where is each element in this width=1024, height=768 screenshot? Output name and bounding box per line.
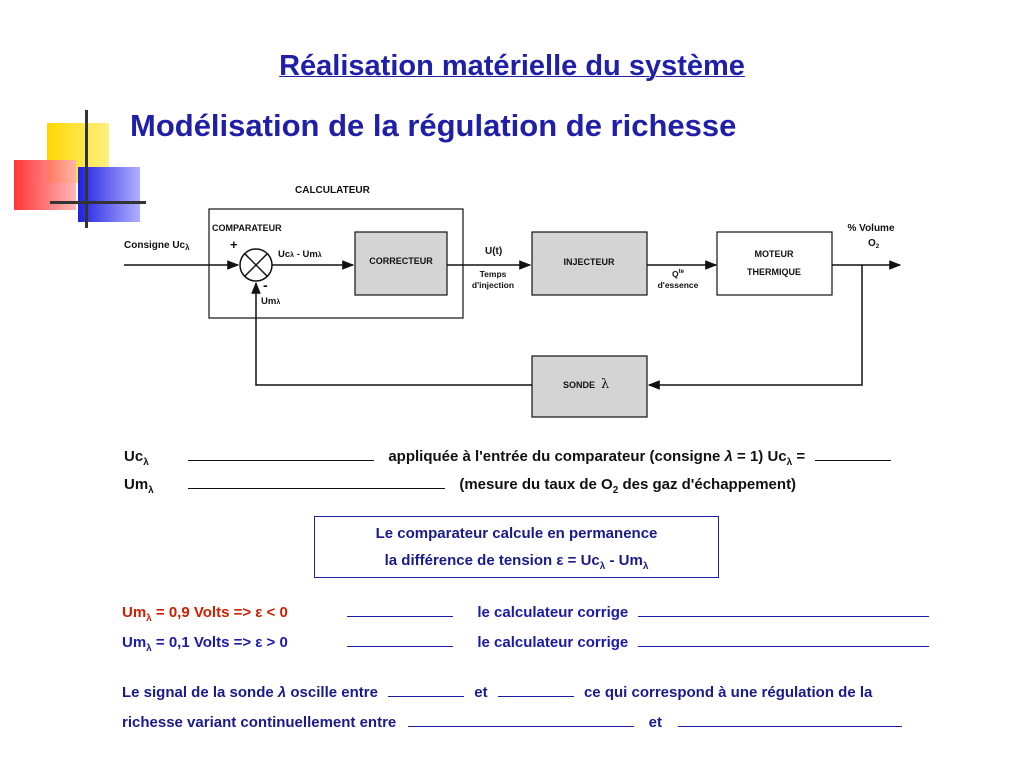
minus-sign: - <box>263 277 268 293</box>
uc-text: appliquée à l'entrée du comparateur (con… <box>388 448 725 465</box>
calculateur-box <box>208 208 464 319</box>
lambda-sub: λ <box>143 457 149 468</box>
consigne-label: Consigne Ucλ <box>124 240 190 252</box>
sonde-block <box>531 355 648 418</box>
comparator-note-box: Le comparateur calcule en permanence la … <box>314 516 719 578</box>
lambda-symbol: λ <box>724 448 733 465</box>
comparateur-label: COMPARATEUR <box>212 223 282 233</box>
injecteur-block <box>531 231 648 296</box>
corrige-text-2: le calculateur corrige <box>477 634 629 651</box>
o2-sub: 2 <box>612 485 619 496</box>
richesse-max-blank[interactable] <box>678 726 903 727</box>
note-line-2: la différence de tension ε = Ucλ - Umλ <box>384 552 649 572</box>
correction-2-blank[interactable] <box>638 646 930 647</box>
qte-label: Qte <box>672 269 685 279</box>
um-blank[interactable] <box>188 488 445 489</box>
comparator-symbol <box>239 248 273 282</box>
uc-blank[interactable] <box>188 460 374 461</box>
temps-label-1: Temps <box>480 269 507 279</box>
lambda-sub-2: λ <box>786 457 793 468</box>
oscillation-max-blank[interactable] <box>497 696 574 697</box>
uc-text-2: = 1) Uc <box>732 448 787 465</box>
plus-sign: + <box>230 237 238 252</box>
ucum-label: Ucλ - Umλ <box>278 249 322 260</box>
vertical-rule <box>85 110 88 228</box>
case-row-2-rest: le calculateur corrige <box>347 634 930 651</box>
page-title: Modélisation de la régulation de richess… <box>130 108 737 143</box>
volume-label-1: % Volume <box>847 223 894 234</box>
correction-1-blank[interactable] <box>638 616 930 617</box>
calculateur-label: CALCULATEUR <box>295 185 371 196</box>
case-row-1: Umλ = 0,9 Volts => ε < 0 <box>122 604 288 624</box>
um-text: (mesure du taux de O <box>459 476 613 493</box>
uc-line: Ucλ <box>124 448 149 468</box>
volume-label-2: O2 <box>868 238 880 250</box>
um-description: (mesure du taux de O2 des gaz d'échappem… <box>188 476 796 496</box>
correcteur-block <box>354 231 448 296</box>
moteur-block <box>716 231 833 296</box>
feedback-path-top <box>647 265 863 390</box>
oscillation-min-blank[interactable] <box>388 696 465 697</box>
paragraph-line-2: richesse variant continuellement entre e… <box>122 714 903 731</box>
case-row-2: Umλ = 0,1 Volts => ε > 0 <box>122 634 288 654</box>
case-row-1-rest: le calculateur corrige <box>347 604 930 621</box>
moteur-label-1: MOTEUR <box>755 249 794 259</box>
uc-description: appliquée à l'entrée du comparateur (con… <box>188 448 892 468</box>
ut-label: U(t) <box>485 246 502 257</box>
moteur-label-2: THERMIQUE <box>747 267 801 277</box>
case-2-blank[interactable] <box>347 646 453 647</box>
decorative-corner <box>0 105 160 235</box>
um-label: Umλ <box>261 296 280 307</box>
um-line: Umλ <box>124 476 154 496</box>
corrige-text-1: le calculateur corrige <box>477 604 629 621</box>
horizontal-rule <box>50 201 146 204</box>
uc-symbol: Uc <box>124 448 144 465</box>
feedback-path-bottom <box>251 281 532 386</box>
uc-text-3: = <box>792 448 806 465</box>
injecteur-label: INJECTEUR <box>563 257 615 267</box>
essence-label: d'essence <box>658 280 699 290</box>
uc-value-blank[interactable] <box>815 460 892 461</box>
correcteur-label: CORRECTEUR <box>369 256 433 266</box>
blue-square <box>78 167 140 222</box>
regulation-diagram: CALCULATEUR COMPARATEUR Consigne Ucλ + -… <box>124 185 902 418</box>
um-symbol: Um <box>124 476 149 493</box>
paragraph-line-1: Le signal de la sonde λ oscille entre et… <box>122 684 873 701</box>
um-text-2: des gaz d'échappement) <box>618 476 797 493</box>
lambda-sub-3: λ <box>148 485 154 496</box>
case-1-blank[interactable] <box>347 616 453 617</box>
temps-label-2: d'injection <box>472 280 514 290</box>
main-title: Réalisation matérielle du système <box>279 50 745 82</box>
richesse-min-blank[interactable] <box>408 726 635 727</box>
note-line-1: Le comparateur calcule en permanence <box>375 525 658 542</box>
